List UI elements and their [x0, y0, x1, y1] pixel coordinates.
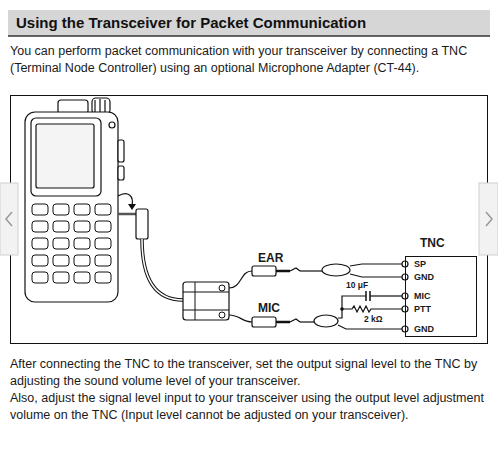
mic-adapter [183, 282, 229, 320]
pin-name: PTT [414, 304, 431, 315]
device-label: TNC [420, 238, 445, 249]
mic-plug [252, 317, 276, 327]
tnc-box: TNCSPGNDMICPTTGND [405, 256, 477, 337]
body-text: Also, adjust the signal level input to y… [10, 390, 496, 424]
body-text: After connecting the TNC to the transcei… [10, 356, 496, 390]
jack-label: MIC [258, 302, 298, 315]
cable [142, 239, 183, 300]
lead [229, 315, 252, 322]
shielded-cable [322, 264, 350, 276]
resistor-value: 2 kΩ [364, 314, 398, 324]
chevron-right [486, 212, 492, 226]
right-angle-plug [136, 209, 148, 239]
capacitor-value: 10 μF [346, 280, 386, 290]
carousel-button [0, 183, 18, 255]
pin-name: GND [414, 324, 434, 335]
pin-name: MIC [414, 291, 431, 302]
wire-gnd [338, 325, 402, 329]
side-button [118, 166, 124, 180]
keypad [32, 204, 111, 283]
resistor-symbol [342, 306, 402, 312]
cable-core [142, 239, 183, 300]
wire-sp [350, 264, 402, 266]
pin-name: SP [414, 259, 426, 270]
lead [229, 271, 252, 288]
wire-mic [338, 296, 366, 318]
transceiver [25, 98, 124, 302]
screen-bezel [31, 118, 101, 196]
diagram-frame [11, 96, 488, 344]
side-button [118, 140, 124, 162]
page-title: Using the Transceiver for Packet Communi… [16, 14, 486, 32]
pin-name: GND [414, 272, 434, 283]
radio-body [25, 112, 118, 302]
shielded-cable [314, 315, 338, 327]
capacitor-symbol [365, 291, 367, 301]
header-band [8, 10, 490, 36]
header-rule [8, 35, 490, 37]
carousel-button [479, 183, 498, 255]
indicator [109, 122, 115, 128]
intro-text: You can perform packet communication wit… [10, 43, 492, 77]
wire-gnd [350, 274, 402, 277]
jack-label: EAR [258, 252, 298, 265]
arrow-head [128, 204, 136, 210]
ear-plug [252, 266, 276, 276]
screen [36, 124, 94, 188]
chevron-left [6, 212, 12, 226]
